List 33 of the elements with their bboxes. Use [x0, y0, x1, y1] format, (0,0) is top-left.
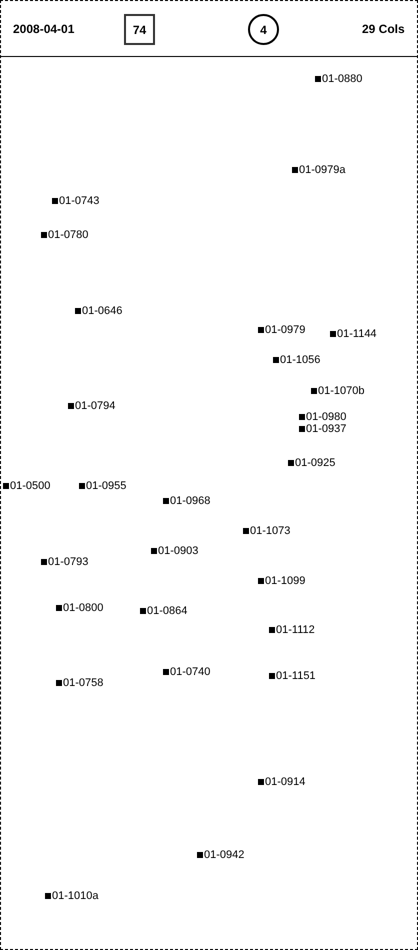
col-label: 01-0500 [10, 480, 50, 492]
col-label: 01-1056 [280, 354, 320, 366]
col-label: 01-0914 [265, 776, 306, 788]
col-label: 01-0646 [82, 305, 122, 317]
col-label: 01-1073 [250, 525, 290, 537]
col-label: 01-1099 [265, 575, 306, 587]
col-label: 01-0864 [147, 605, 188, 617]
col-label: 01-0880 [322, 73, 362, 85]
col-label: 01-0903 [158, 545, 198, 557]
col-label: 01-0740 [170, 666, 210, 678]
col-label: 01-0968 [170, 495, 210, 507]
col-label: 01-1070b [318, 385, 364, 397]
col-label: 01-0980 [306, 411, 346, 423]
date-label: 2008-04-01 [13, 22, 74, 36]
col-label: 01-0758 [63, 677, 104, 689]
col-label: 01-0937 [306, 423, 346, 435]
col-label: 01-0925 [295, 457, 336, 469]
col-label: 01-0979 [265, 324, 306, 336]
col-label: 01-0800 [63, 602, 104, 614]
col-label: 01-0743 [59, 195, 100, 207]
col-label: 01-0979a [299, 164, 346, 176]
col-label: 01-1112 [276, 624, 315, 636]
number-circle: 4 [248, 14, 279, 45]
col-label: 01-0794 [75, 400, 116, 412]
col-label: 01-0793 [48, 556, 88, 568]
col-label: 01-1144 [337, 328, 377, 340]
col-label: 01-1010a [52, 890, 98, 902]
col-label: 01-0955 [86, 480, 126, 492]
count-label: 29 Cols [362, 22, 405, 36]
number-box: 74 [124, 14, 155, 45]
col-label: 01-0942 [204, 849, 244, 861]
col-label: 01-1151 [276, 670, 316, 682]
col-label: 01-0780 [48, 229, 88, 241]
